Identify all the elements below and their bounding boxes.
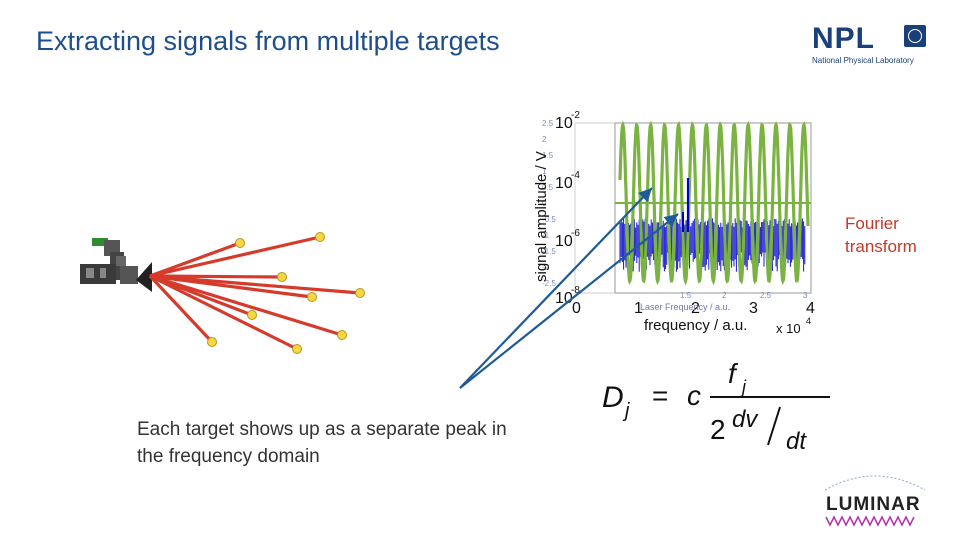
- target-point: [316, 233, 325, 242]
- eq-lhs: D: [602, 381, 624, 414]
- y-axis-label: signal amplitude / V: [533, 151, 550, 282]
- x-axis-label-inner: Laser Frequency / a.u.: [640, 302, 730, 312]
- eq-numerator: f: [728, 358, 739, 389]
- x-tick-label-small: 1.5: [680, 291, 692, 300]
- distance-equation: D j = c f j 2 dv dt: [600, 345, 840, 455]
- target-point: [356, 289, 365, 298]
- target-point: [278, 273, 287, 282]
- x-tick-label: 0: [572, 300, 581, 317]
- caption-text: Each target shows up as a separate peak …: [137, 416, 537, 470]
- target-point: [308, 293, 317, 302]
- eq-c: c: [687, 380, 701, 411]
- luminar-logo-text: LUMINAR: [826, 494, 921, 515]
- fourier-transform-label: Fourier transform: [845, 212, 945, 258]
- target-point: [236, 239, 245, 248]
- eq-slash: [768, 407, 780, 445]
- x-tick-label-small: 3: [803, 291, 808, 300]
- eq-den-2: 2: [710, 414, 726, 445]
- eq-den-dt: dt: [786, 428, 807, 455]
- x-tick-label: 3: [749, 300, 758, 317]
- y-tick-exp: -4: [571, 170, 580, 181]
- beam-2: [150, 237, 320, 276]
- x-axis-label: frequency / a.u.: [644, 317, 747, 334]
- target-point: [293, 345, 302, 354]
- y-tick-label-small: 2: [542, 135, 547, 144]
- y-tick-exp: -6: [571, 228, 580, 239]
- target-point: [208, 338, 217, 347]
- eq-den-dv: dv: [732, 406, 759, 433]
- y-tick-exp: -2: [571, 110, 580, 121]
- spectrum-plot: 10-210-410-610-8 2.521.510.50-0.5-1-1.5-…: [533, 110, 815, 336]
- x-tick-label: 4: [806, 300, 815, 317]
- eq-numerator-sub: j: [739, 377, 747, 397]
- target-point: [248, 311, 257, 320]
- y-tick-label-small: 2.5: [542, 119, 554, 128]
- laser-device-icon: [80, 238, 152, 292]
- x-tick-label-small: 2: [722, 291, 727, 300]
- eq-equals: =: [652, 380, 668, 411]
- x-tick-label-small: 2.5: [760, 291, 772, 300]
- x-multiplier-exp: 4: [806, 316, 811, 326]
- luminar-wave-icon: [826, 517, 914, 525]
- target-point: [338, 331, 347, 340]
- laser-beams: [150, 237, 360, 349]
- luminar-logo: LUMINAR: [820, 470, 930, 530]
- x-multiplier: x 10: [776, 321, 801, 336]
